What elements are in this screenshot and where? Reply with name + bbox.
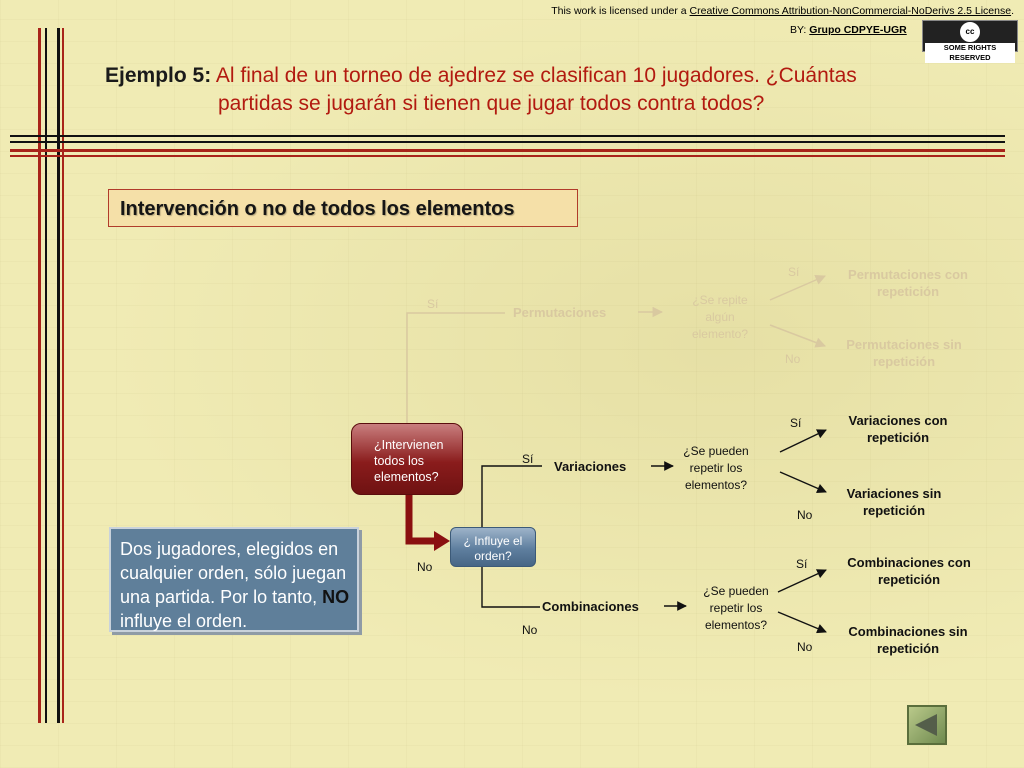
node-influye-orden: ¿ Influye el orden? [450,527,536,567]
note-tail: influye el orden. [120,611,248,631]
comb-con-line1: Combinaciones con [847,555,971,570]
arrow-perm-si [769,274,826,301]
frame-vline-red-2 [62,28,64,723]
byline-prefix: BY: [790,24,807,36]
perm-con-line2: repetición [876,284,940,299]
arrow-perm-no [769,324,826,348]
q-var-line2: repetir los [689,461,743,475]
label-no-all: No [417,560,433,574]
section-heading: Intervención o no de todos los elementos [108,189,578,227]
label-si-comb: Sí [796,557,808,571]
result-perm-sin: Permutaciones sin repetición [826,336,982,370]
node-q-line2: todos los [374,454,425,468]
conn-order-branch [481,465,542,527]
label-no-comb: No [797,640,813,654]
result-var-con: Variaciones con repetición [828,412,968,446]
note-text: Dos jugadores, elegidos en cualquier ord… [120,539,347,607]
result-comb-con: Combinaciones con repetición [828,554,990,588]
title-line2: partidas se jugarán si tienen que jugar … [218,92,765,115]
frame-hline-red-1 [10,149,1005,152]
page-title: Ejemplo 5: Al final de un torneo de ajed… [105,62,925,118]
arrow-comb-no [777,611,827,634]
license-link[interactable]: Creative Commons Attribution-NonCommerci… [689,5,1012,17]
arrow-no-to-order [405,495,436,545]
label-si-var: Sí [790,416,802,430]
comb-sin-line2: repetición [876,641,940,656]
comb-con-line2: repetición [877,572,941,587]
result-var-sin: Variaciones sin repetición [826,485,962,519]
title-line1: Al final de un torneo de ajedrez se clas… [215,64,857,87]
label-no-var: No [797,508,813,522]
comb-sin-line1: Combinaciones sin [848,624,968,639]
conn-perm-branch [406,312,505,423]
node-q-line1: ¿Intervienen [374,438,444,452]
label-si-order: Sí [522,452,534,466]
var-con-line1: Variaciones con [848,413,948,428]
license-prefix: This work is licensed under a [551,5,687,17]
label-si-perm: Sí [427,297,439,311]
result-perm-con: Permutaciones con repetición [826,266,990,300]
perm-sin-line2: repetición [872,354,936,369]
var-sin-line1: Variaciones sin [846,486,942,501]
explanation-note: Dos jugadores, elegidos en cualquier ord… [109,527,359,632]
label-si-perm-rep: Sí [788,265,800,279]
perm-sin-line1: Permutaciones sin [846,337,962,352]
frame-hline-black-1 [10,135,1005,137]
back-button[interactable] [907,705,947,745]
q-repite-line1: ¿Se repite [692,293,748,307]
frame-vline-red-1 [38,28,41,723]
label-variaciones: Variaciones [554,459,627,474]
label-combinaciones: Combinaciones [542,599,639,614]
node-o-line1: ¿ Influye el [463,534,523,548]
cc-license-badge[interactable]: cc SOME RIGHTS RESERVED [922,20,1018,63]
license-suffix: . [1011,5,1014,17]
back-arrow-icon [915,714,937,736]
q-repite-elemento: ¿Se repite algún elemento? [680,292,760,343]
var-con-line2: repetición [866,430,930,445]
frame-hline-black-2 [10,141,1005,143]
var-sin-line2: repetición [862,503,926,518]
license-notice: This work is licensed under a Creative C… [551,5,1014,17]
label-no-perm-rep: No [785,352,801,366]
q-comb-line1: ¿Se pueden [703,584,769,598]
conn-order-no [481,567,540,608]
q-repite-line2: algún [705,310,735,324]
arrow-no-to-order-head [434,531,450,551]
byline-author-link[interactable]: Grupo CDPYE-UGR [809,24,907,36]
perm-con-line1: Permutaciones con [848,267,968,282]
q-repetir-var: ¿Se pueden repetir los elementos? [676,443,756,494]
arrow-var-no [779,471,827,493]
q-repetir-comb: ¿Se pueden repetir los elementos? [690,583,782,634]
label-permutaciones: Permutaciones [513,305,607,320]
node-intervienen-todos: ¿Intervienen todos los elementos? [351,423,463,495]
note-emphasis: NO [322,587,350,607]
node-o-line2: orden? [474,549,512,563]
frame-vline-black-1 [45,28,47,723]
title-label: Ejemplo 5: [105,64,212,87]
node-q-line3: elementos? [374,470,439,484]
q-comb-line3: elementos? [704,618,768,632]
q-var-line1: ¿Se pueden [683,444,749,458]
arrow-var-si [779,429,827,453]
arrow-comb-si [777,569,827,593]
result-comb-sin: Combinaciones sin repetición [828,623,988,657]
cc-badge-text: SOME RIGHTS RESERVED [925,43,1015,63]
frame-vline-black-2 [57,28,60,723]
label-no-order: No [522,623,538,637]
q-comb-line2: repetir los [709,601,763,615]
byline: BY: Grupo CDPYE-UGR [790,24,907,36]
frame-hline-red-2 [10,155,1005,157]
cc-license-icon: cc [960,22,980,42]
q-var-line3: elementos? [684,478,748,492]
q-repite-line3: elemento? [691,327,749,341]
